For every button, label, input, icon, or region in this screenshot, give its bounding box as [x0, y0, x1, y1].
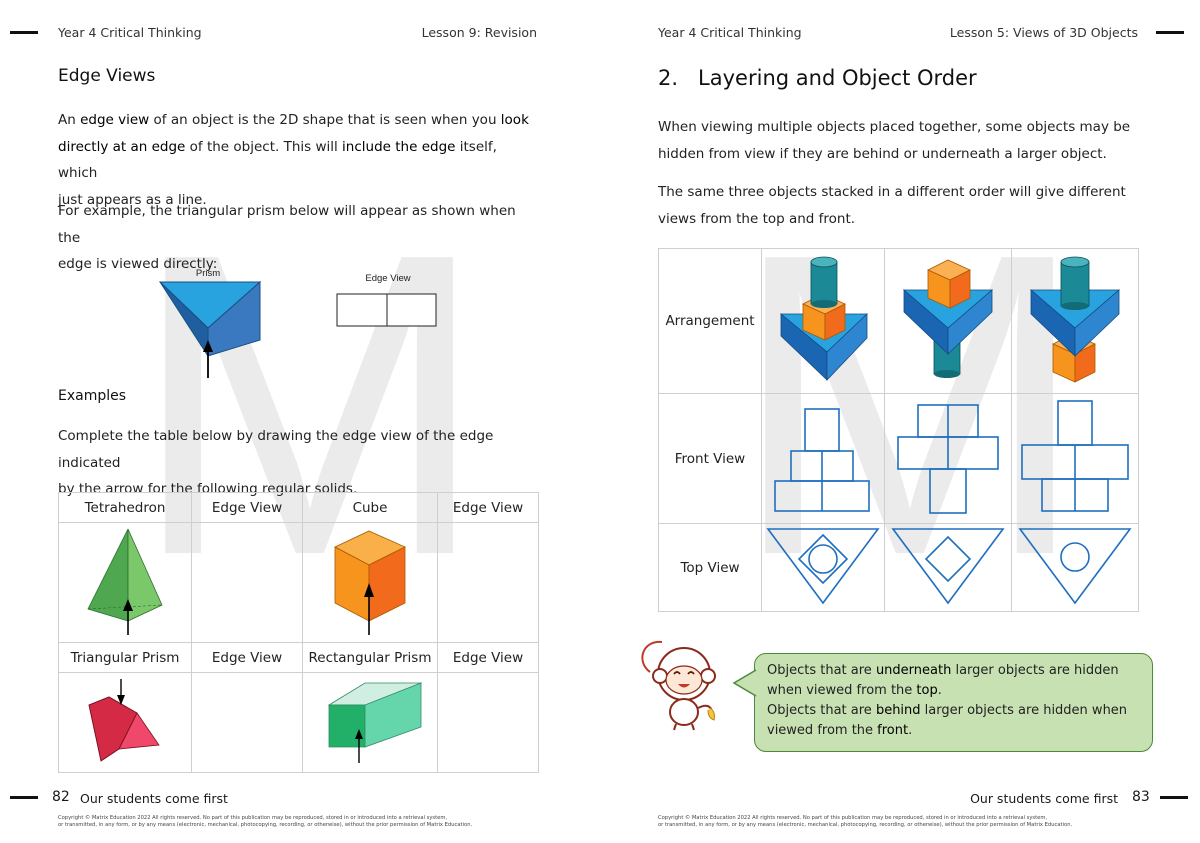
col-header-edge-view: Edge View: [437, 492, 539, 523]
prism-example-text: For example, the triangular prism below …: [58, 203, 516, 272]
rectangular-prism-edge-view-answer[interactable]: [437, 672, 539, 773]
top-view-2: [884, 523, 1012, 612]
tetrahedron-figure: [87, 528, 163, 635]
rectangular-prism-cell: [302, 672, 438, 773]
page-number-right: 83: [1132, 789, 1150, 805]
top-view-1-figure: [766, 527, 880, 604]
row-label-front-view: Front View: [658, 393, 762, 524]
arrangement-1-figure: [779, 256, 869, 381]
front-view-2-figure: [897, 403, 999, 514]
stacking-intro: The same three objects stacked in a diff…: [658, 184, 1126, 227]
footer-dash-left: [10, 796, 38, 799]
arrangement-2: [884, 248, 1012, 394]
top-view-2-figure: [891, 527, 1005, 604]
layering-intro: When viewing multiple objects placed tog…: [658, 119, 1131, 162]
header-dash-right: [1156, 31, 1184, 34]
arrangement-2-figure: [902, 259, 994, 378]
col-header-edge-view: Edge View: [191, 492, 303, 523]
section-title-layering: 2. Layering and Object Order: [658, 66, 977, 90]
header-lesson-right: Lesson 5: Views of 3D Objects: [949, 25, 1138, 40]
triangular-prism-cell: [58, 672, 192, 773]
section-title-edge-views: Edge Views: [58, 66, 156, 86]
triangular-prism-figure: [88, 678, 160, 762]
row-label-arrangement: Arrangement: [658, 248, 762, 394]
header-course-left: Year 4 Critical Thinking: [58, 25, 202, 40]
front-view-3: [1011, 393, 1139, 524]
col-header-triangular-prism: Triangular Prism: [58, 642, 192, 673]
header-course-right: Year 4 Critical Thinking: [658, 25, 802, 40]
col-header-tetrahedron: Tetrahedron: [58, 492, 192, 523]
header-dash-left: [10, 31, 38, 34]
front-view-2: [884, 393, 1012, 524]
prism-figure: Prism: [158, 268, 262, 378]
top-view-1: [761, 523, 885, 612]
arrangement-1: [761, 248, 885, 394]
row-label-top-view: Top View: [658, 523, 762, 612]
cube-figure: [334, 530, 406, 635]
triangular-prism-edge-view-answer[interactable]: [191, 672, 303, 773]
monkey-mascot-icon: [641, 640, 716, 731]
tetrahedron-cell: [58, 522, 192, 643]
top-view-3-figure: [1018, 527, 1132, 604]
rectangular-prism-figure: [327, 681, 423, 763]
tip-bubble: Objects that are underneath larger objec…: [754, 653, 1153, 752]
col-header-rectangular-prism: Rectangular Prism: [302, 642, 438, 673]
col-header-edge-view: Edge View: [191, 642, 303, 673]
col-header-cube: Cube: [302, 492, 438, 523]
front-view-1-figure: [774, 407, 870, 512]
bubble-tail: [732, 669, 757, 697]
page-number-left: 82: [52, 789, 70, 805]
header-lesson-left: Lesson 9: Revision: [421, 25, 537, 40]
cube-cell: [302, 522, 438, 643]
front-view-1: [761, 393, 885, 524]
top-view-3: [1011, 523, 1139, 612]
examples-title: Examples: [58, 388, 127, 404]
slogan-right: Our students come first: [970, 791, 1118, 806]
slogan-left: Our students come first: [80, 791, 228, 806]
copyright-left: Copyright © Matrix Education 2022 All ri…: [58, 815, 473, 828]
front-view-3-figure: [1021, 399, 1129, 512]
edge-view-label: Edge View: [365, 273, 410, 284]
examples-instructions: Complete the table below by drawing the …: [58, 428, 494, 497]
col-header-edge-view: Edge View: [437, 642, 539, 673]
cube-edge-view-answer[interactable]: [437, 522, 539, 643]
prism-label: Prism: [196, 268, 220, 279]
arrangement-3: [1011, 248, 1139, 394]
edge-view-definition: An edge view of an object is the 2D shap…: [58, 112, 529, 208]
footer-dash-right: [1160, 796, 1188, 799]
arrangement-3-figure: [1029, 256, 1121, 383]
edge-view-figure: Edge View: [336, 273, 437, 327]
views-table: Arrangement: [658, 248, 1139, 612]
copyright-right: Copyright © Matrix Education 2022 All ri…: [658, 815, 1073, 828]
examples-table: Tetrahedron Edge View Cube Edge View: [58, 492, 539, 773]
tetrahedron-edge-view-answer[interactable]: [191, 522, 303, 643]
